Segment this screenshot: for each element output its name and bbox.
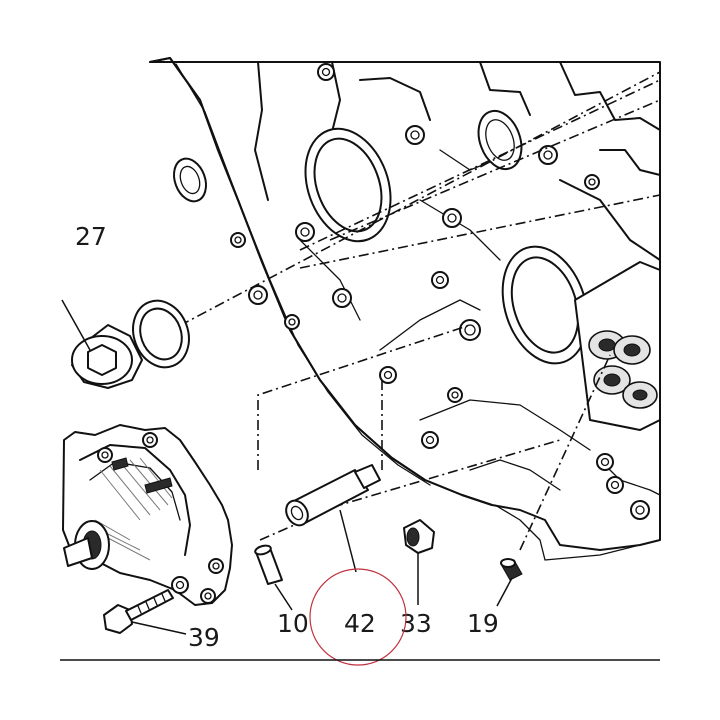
part-19-grub-screw [496,558,523,607]
callout-33: 33 [400,609,432,638]
callout-labels: 27 39 10 42 33 19 [75,222,499,652]
part-39-bolt [103,589,187,635]
callout-10: 10 [277,609,309,638]
callout-19: 19 [467,609,499,638]
callout-39: 39 [188,623,220,652]
annotation-circle [309,568,407,666]
part-42-sleeve [285,464,381,573]
part-10-dowel-pin [254,544,293,611]
crankcase-housing [149,57,661,561]
part-27-plug-and-seal [61,299,190,389]
part-33-plug [403,519,435,605]
callout-42: 42 [344,609,376,638]
callout-27: 27 [75,222,107,251]
oil-pump-assembly [62,424,233,606]
